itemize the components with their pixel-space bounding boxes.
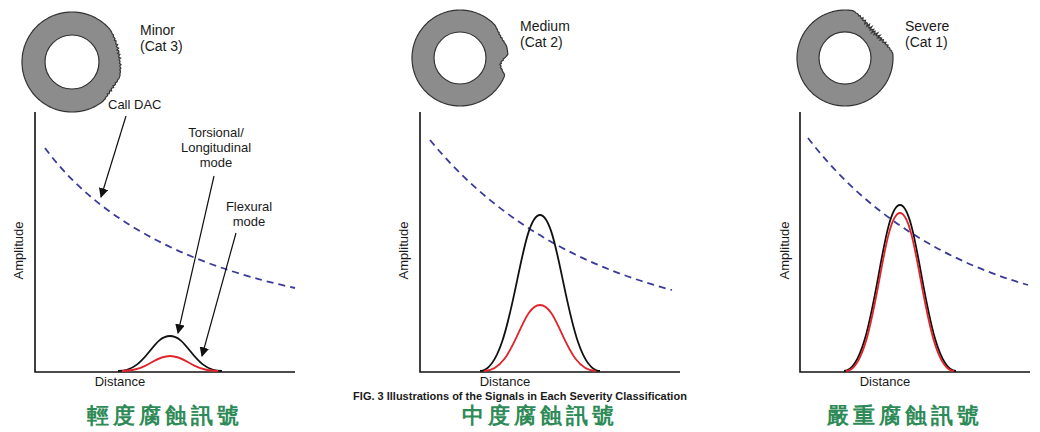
axis-label: Amplitude [13,221,28,279]
axis-label: Distance [480,375,531,390]
chart-axes [420,112,680,372]
axis-label: Amplitude [779,221,794,279]
axis-label: Amplitude [398,221,413,279]
severity-label: Medium (Cat 2) [520,18,578,50]
pipe-section [22,12,121,112]
leader-arrow [101,116,126,197]
torsional-signal [844,205,956,371]
dac-curve [45,148,295,288]
callout-label: Call DAC [108,98,161,113]
leader-arrow [178,176,214,333]
severity-label: Minor (Cat 3) [140,22,198,54]
severity-label: Severe (Cat 1) [905,18,963,50]
chart-axes [800,112,1030,372]
figure-caption: FIG. 3 Illustrations of the Signals in E… [353,390,687,403]
callout-label: Torsional/ Longitudinal mode [176,126,256,171]
axis-label: Distance [95,375,146,390]
chinese-label: 嚴重腐蝕訊號 [827,403,983,428]
chinese-label: 輕度腐蝕訊號 [87,403,243,428]
chinese-label: 中度腐蝕訊號 [462,403,618,428]
pipe-section [412,10,508,106]
callout-label: Flexural mode [218,200,280,230]
axis-label: Distance [860,375,911,390]
chart-axes [35,112,295,372]
flexural-signal [484,305,596,371]
flexural-signal [122,356,218,371]
leader-arrow [202,233,236,356]
torsional-signal [480,215,600,371]
pipe-section [797,10,893,106]
dac-curve [430,140,672,290]
flexural-signal [846,213,954,371]
